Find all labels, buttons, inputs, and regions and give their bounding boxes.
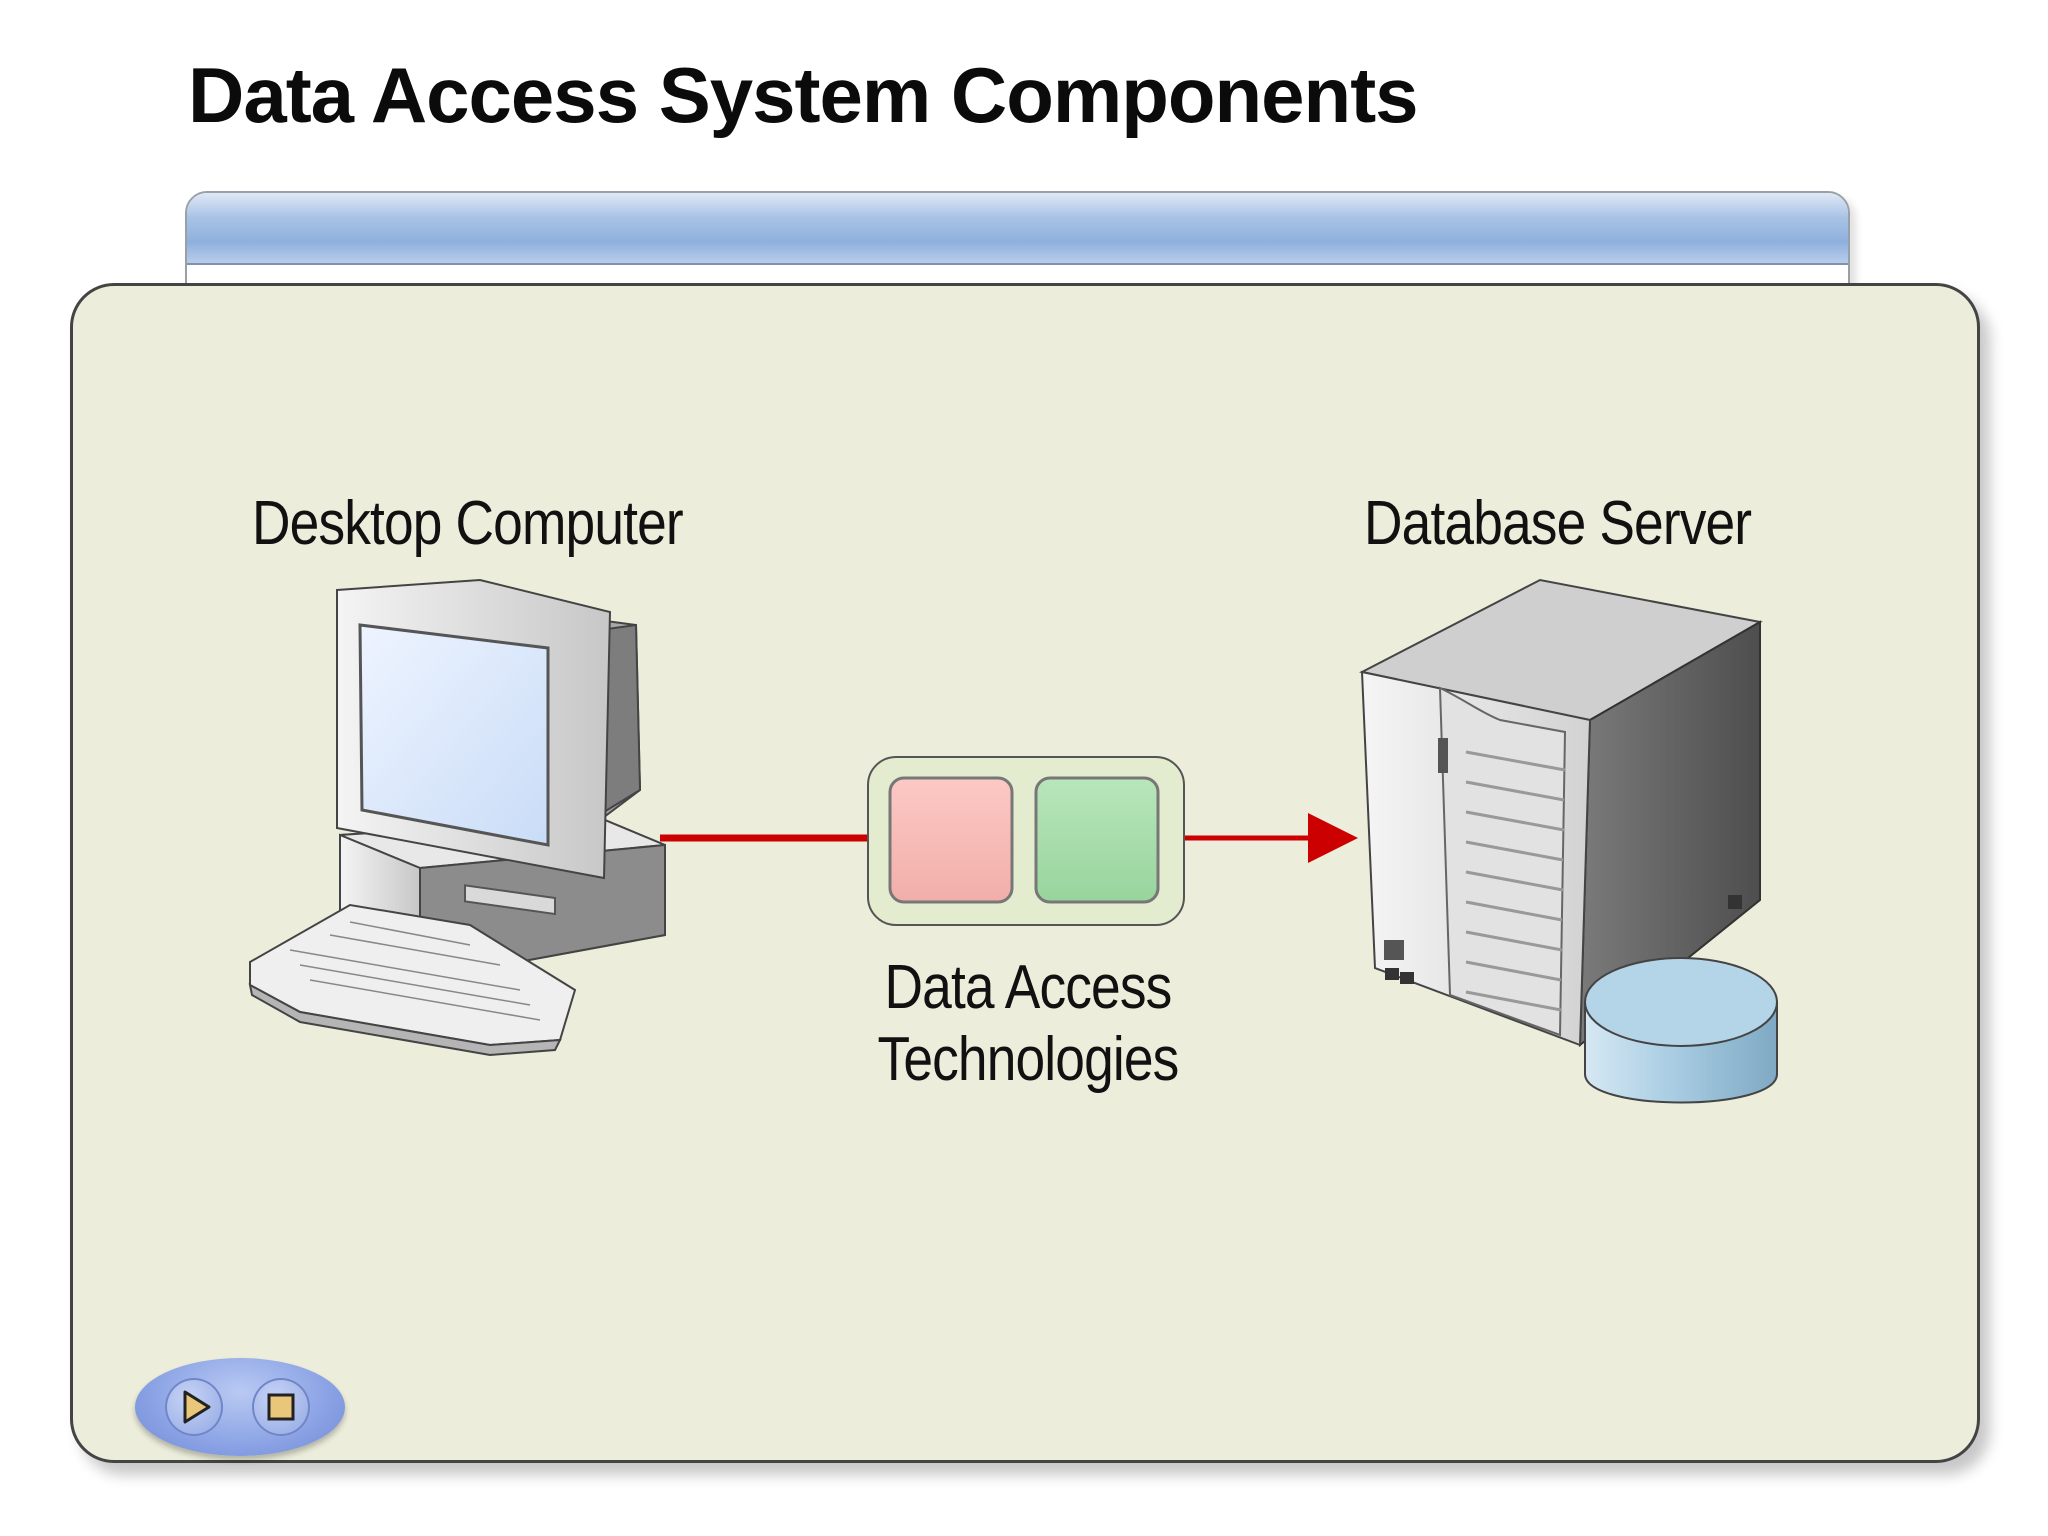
slide-title: Data Access System Components <box>188 51 1419 139</box>
technology-block-green <box>1034 776 1160 904</box>
desktop-computer-label: Desktop Computer <box>252 489 684 558</box>
stop-button[interactable] <box>252 1378 310 1436</box>
data-access-technologies-label-line2: Technologies <box>877 1025 1180 1094</box>
database-server-icon <box>1359 578 1763 1048</box>
data-access-technologies-box <box>867 756 1185 926</box>
play-icon <box>183 1390 211 1424</box>
title-bar-band <box>187 193 1848 265</box>
technology-block-pink <box>888 776 1014 904</box>
database-server-label: Database Server <box>1364 489 1752 558</box>
play-button[interactable] <box>165 1378 223 1436</box>
data-access-technologies-label-line1: Data Access <box>884 953 1173 1022</box>
desktop-computer-icon <box>248 578 666 1057</box>
title-bar-decoration <box>185 191 1850 301</box>
animation-controls <box>135 1358 345 1456</box>
database-cylinder-icon <box>1584 957 1778 1104</box>
stop-icon <box>267 1393 295 1421</box>
data-access-technologies-label: Data Access Technologies <box>873 952 1183 1096</box>
